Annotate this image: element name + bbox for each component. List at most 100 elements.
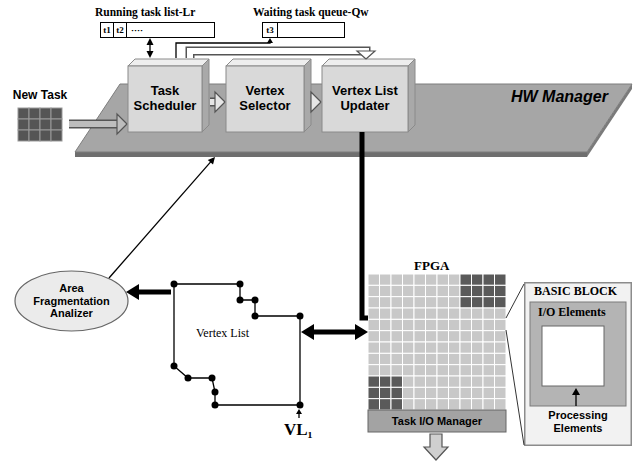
drawing-part xyxy=(51,108,62,119)
drawing-part xyxy=(403,297,415,308)
drawing-part xyxy=(483,376,495,387)
drawing-part xyxy=(449,353,461,364)
drawing-part xyxy=(403,331,415,342)
leader-line xyxy=(506,330,524,445)
drawing-part xyxy=(460,297,472,308)
drawing-part xyxy=(40,108,51,119)
node-label: Vertex Selector xyxy=(231,84,299,114)
drawing-part xyxy=(403,399,415,410)
drawing-part xyxy=(212,402,219,409)
drawing-part xyxy=(472,399,484,410)
drawing-part xyxy=(472,342,484,353)
drawing-part xyxy=(437,274,449,285)
drawing-part xyxy=(495,376,507,387)
drawing-part xyxy=(128,66,202,132)
drawing-part xyxy=(414,353,426,364)
drawing-part xyxy=(29,119,40,130)
task-icon: New Task xyxy=(12,88,68,144)
drawing-part xyxy=(362,132,368,318)
drawing-part xyxy=(18,108,29,119)
drawing-part xyxy=(437,331,449,342)
node-label: New Task xyxy=(12,88,68,102)
drawing-part xyxy=(495,297,507,308)
node-label: t2 xyxy=(114,23,127,37)
drawing-part xyxy=(403,342,415,353)
drawing-part xyxy=(368,285,380,296)
drawing-part xyxy=(237,281,244,288)
drawing-part xyxy=(483,285,495,296)
drawing-part xyxy=(380,365,392,376)
drawing-part xyxy=(69,121,118,127)
drawing-part xyxy=(437,342,449,353)
drawing-part xyxy=(525,283,632,446)
drawing-part xyxy=(391,319,403,330)
drawing-part xyxy=(483,399,495,410)
drawing-part xyxy=(403,376,415,387)
drawing-part xyxy=(185,375,192,382)
node-label: t1 xyxy=(101,23,114,37)
drawing-part xyxy=(391,365,403,376)
process-box: Task Scheduler xyxy=(128,66,202,132)
drawing-part xyxy=(483,319,495,330)
drawing-part xyxy=(449,342,461,353)
connector xyxy=(190,51,375,59)
drawing-part xyxy=(483,365,495,376)
drawing-part xyxy=(460,331,472,342)
drawing-part xyxy=(460,274,472,285)
drawing-part xyxy=(391,399,403,410)
drawing-part xyxy=(472,285,484,296)
drawing-part xyxy=(495,274,507,285)
drawing-part xyxy=(414,297,426,308)
drawing-part xyxy=(449,319,461,330)
drawing-part xyxy=(40,130,51,141)
drawing-part xyxy=(75,152,587,157)
drawing-part xyxy=(495,342,507,353)
drawing-part xyxy=(414,387,426,398)
io-elements: I/O Elements xyxy=(530,302,626,406)
node-label: Waiting task queue-Qw xyxy=(253,6,369,18)
connector xyxy=(126,284,171,300)
drawing-part xyxy=(408,59,415,132)
drawing-part xyxy=(380,387,392,398)
node-label: ···· xyxy=(127,23,147,37)
drawing-part xyxy=(414,331,426,342)
drawing-part xyxy=(449,387,461,398)
drawing-part xyxy=(426,285,438,296)
drawing-part xyxy=(380,399,392,410)
drawing-part xyxy=(426,376,438,387)
drawing-part xyxy=(368,353,380,364)
drawing-part xyxy=(483,274,495,285)
drawing-part xyxy=(483,297,495,308)
drawing-part xyxy=(208,157,215,165)
drawing-part xyxy=(40,119,51,130)
drawing-part xyxy=(51,119,62,130)
drawing-part xyxy=(426,353,438,364)
drawing-part xyxy=(472,274,484,285)
process-box: Vertex Selector xyxy=(226,66,304,132)
basic-block: I/O Elements BASIC BLOCK xyxy=(524,282,632,446)
node-label: t3 xyxy=(263,23,278,37)
drawing-part xyxy=(301,324,314,340)
drawing-part xyxy=(322,59,415,66)
node-label: FPGA xyxy=(412,258,451,274)
drawing-part xyxy=(226,66,304,132)
drawing-part xyxy=(403,285,415,296)
drawing-part xyxy=(380,274,392,285)
drawing-part xyxy=(380,342,392,353)
node-label: Area Fragmentation Analizer xyxy=(32,282,111,320)
drawing-part xyxy=(368,258,506,434)
drawing-part xyxy=(460,319,472,330)
drawing-part xyxy=(135,290,171,295)
node-label: BASIC BLOCK xyxy=(534,284,617,299)
drawing-part xyxy=(426,319,438,330)
drawing-part xyxy=(171,363,178,370)
task-list: Running task list-Lrt1t2···· xyxy=(100,22,215,38)
drawing-part xyxy=(29,108,40,119)
drawing-part xyxy=(310,330,359,335)
drawing-part xyxy=(18,130,29,141)
drawing-part xyxy=(252,297,259,304)
drawing-part xyxy=(472,297,484,308)
drawing-part xyxy=(449,365,461,376)
